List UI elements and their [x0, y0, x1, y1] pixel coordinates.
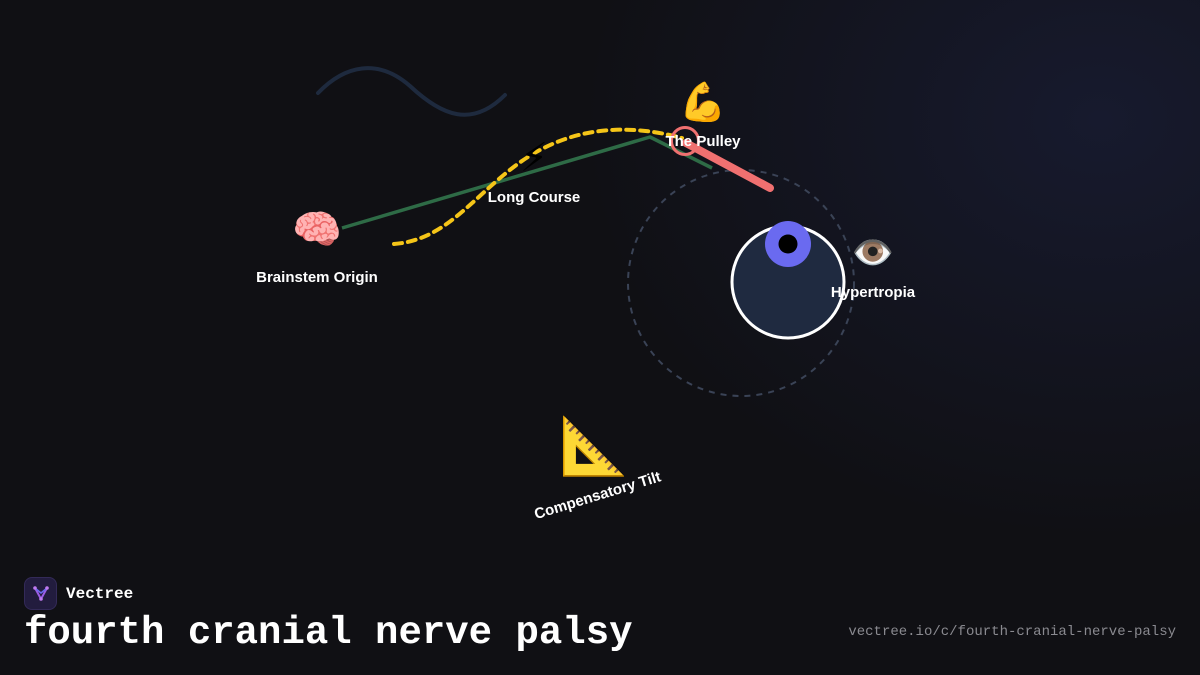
- brand: Vectree: [24, 577, 133, 610]
- brain-icon: 🧠: [292, 207, 342, 253]
- label-the-pulley: The Pulley: [665, 133, 741, 150]
- decorative-squiggle: [316, 66, 507, 117]
- nerve-path: [341, 135, 713, 230]
- flexed-bicep-icon: 💪: [679, 80, 726, 124]
- eye-icon: 👁️: [852, 233, 894, 273]
- label-hypertropia: Hypertropia: [831, 284, 916, 301]
- label-brainstem-origin: Brainstem Origin: [256, 269, 378, 286]
- pupil: [778, 234, 798, 254]
- trochlea-ring: [670, 126, 700, 156]
- page-url: vectree.io/c/fourth-cranial-nerve-palsy: [848, 624, 1176, 640]
- nerve-course-dashed: [392, 127, 684, 246]
- superior-oblique-muscle: [682, 139, 774, 192]
- brand-name: Vectree: [66, 584, 134, 603]
- page-title: fourth cranial nerve palsy: [24, 611, 633, 655]
- label-long-course: Long Course: [488, 189, 581, 206]
- vectree-logo-icon: [24, 577, 57, 610]
- triangular-ruler-icon: 📐: [559, 414, 629, 479]
- lightning-icon: ⚡: [520, 135, 548, 181]
